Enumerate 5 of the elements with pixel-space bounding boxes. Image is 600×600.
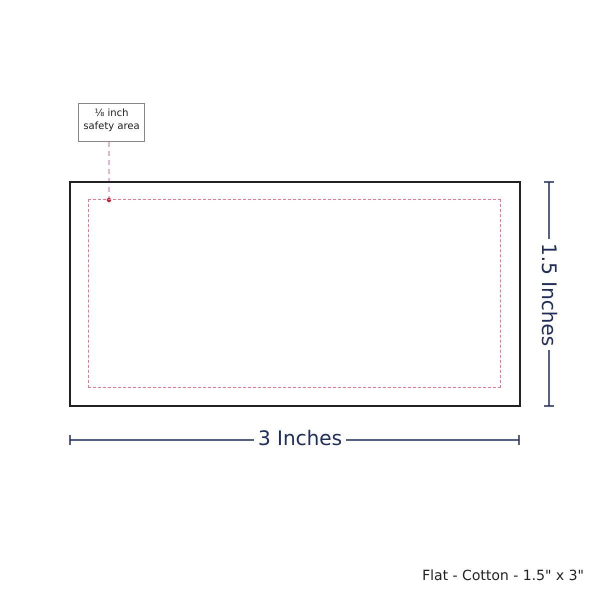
caption: Flat - Cotton - 1.5" x 3" <box>422 568 584 584</box>
leader-line <box>108 142 110 200</box>
safety-area-outline <box>88 199 501 388</box>
card-outline <box>69 181 521 407</box>
callout-box: ⅛ inch safety area <box>78 103 145 142</box>
